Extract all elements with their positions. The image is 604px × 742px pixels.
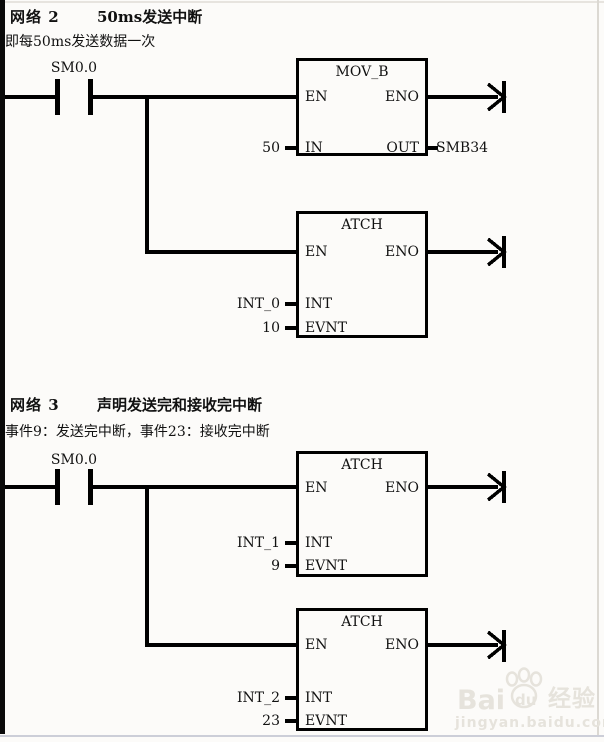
block-title-atch2: ATCH xyxy=(341,457,383,473)
contact-bar-right-n3 xyxy=(88,469,93,505)
operand-out-movb[interactable]: SMB34 xyxy=(436,140,489,156)
pin-en-atch1: EN xyxy=(305,244,328,260)
operand-int-atch1[interactable]: INT_0 xyxy=(236,296,280,312)
pin-eno-atch3: ENO xyxy=(385,637,419,653)
panel-border-bottom xyxy=(0,735,604,737)
pin-int-atch1: INT xyxy=(305,296,333,312)
watermark-brand-cn: 经验 xyxy=(548,685,596,712)
operand-int-atch2[interactable]: INT_1 xyxy=(236,535,280,551)
contact-label-n2[interactable]: SM0.0 xyxy=(50,60,98,76)
block-title-atch1: ATCH xyxy=(341,217,383,233)
pin-out-movb: OUT xyxy=(386,140,419,156)
contact-bar-left-n2 xyxy=(55,79,60,115)
operand-evnt-atch2[interactable]: 9 xyxy=(271,558,280,574)
block-title-atch3: ATCH xyxy=(341,614,383,630)
contact-label-n3[interactable]: SM0.0 xyxy=(50,452,98,468)
operand-in-movb[interactable]: 50 xyxy=(262,140,280,156)
network-2-comment[interactable]: 即每50ms发送数据一次 xyxy=(5,34,156,50)
contact-bar-left-n3 xyxy=(55,469,60,505)
pin-evnt-atch3: EVNT xyxy=(305,713,347,729)
operand-evnt-atch1[interactable]: 10 xyxy=(262,320,280,336)
instruction-block-atch1[interactable]: ATCH EN ENO INT EVNT xyxy=(296,211,428,338)
pin-evnt-atch1: EVNT xyxy=(305,320,347,336)
block-title-movb: MOV_B xyxy=(335,64,389,80)
pin-in-movb: IN xyxy=(305,140,323,156)
pin-en-atch2: EN xyxy=(305,480,328,496)
pin-eno-atch1: ENO xyxy=(385,244,419,260)
operand-evnt-atch3[interactable]: 23 xyxy=(262,713,280,729)
network-3-title[interactable]: 声明发送完和接收完中断 xyxy=(97,396,263,414)
pin-en-movb: EN xyxy=(305,89,328,105)
panel-border-top xyxy=(0,1,604,3)
power-rail xyxy=(0,0,5,734)
baidu-jingyan-watermark: Bai du 经验 jingyan.baidu.com xyxy=(455,665,604,731)
pin-int-atch3: INT xyxy=(305,690,333,706)
instruction-block-atch2[interactable]: ATCH EN ENO INT EVNT xyxy=(296,451,428,577)
panel-border-right xyxy=(597,0,599,737)
network-2-label[interactable]: 网络 2 xyxy=(10,8,60,26)
watermark-brand-prefix: Bai xyxy=(457,685,506,716)
pin-evnt-atch2: EVNT xyxy=(305,558,347,574)
instruction-block-atch3[interactable]: ATCH EN ENO INT EVNT xyxy=(296,608,428,731)
watermark-brand-suffix: du xyxy=(515,691,537,709)
watermark-url: jingyan.baidu.com xyxy=(455,715,604,731)
instruction-block-movb[interactable]: MOV_B EN ENO IN OUT xyxy=(296,58,428,156)
paw-icon xyxy=(505,667,543,709)
network-3-label[interactable]: 网络 3 xyxy=(10,396,60,414)
pin-eno-atch2: ENO xyxy=(385,480,419,496)
network-3-comment[interactable]: 事件9：发送完中断，事件23：接收完中断 xyxy=(5,424,270,440)
pin-en-atch3: EN xyxy=(305,637,328,653)
pin-int-atch2: INT xyxy=(305,535,333,551)
contact-bar-right-n2 xyxy=(88,79,93,115)
operand-int-atch3[interactable]: INT_2 xyxy=(236,690,280,706)
pin-eno-movb: ENO xyxy=(385,89,419,105)
network-2-title[interactable]: 50ms发送中断 xyxy=(97,8,203,26)
